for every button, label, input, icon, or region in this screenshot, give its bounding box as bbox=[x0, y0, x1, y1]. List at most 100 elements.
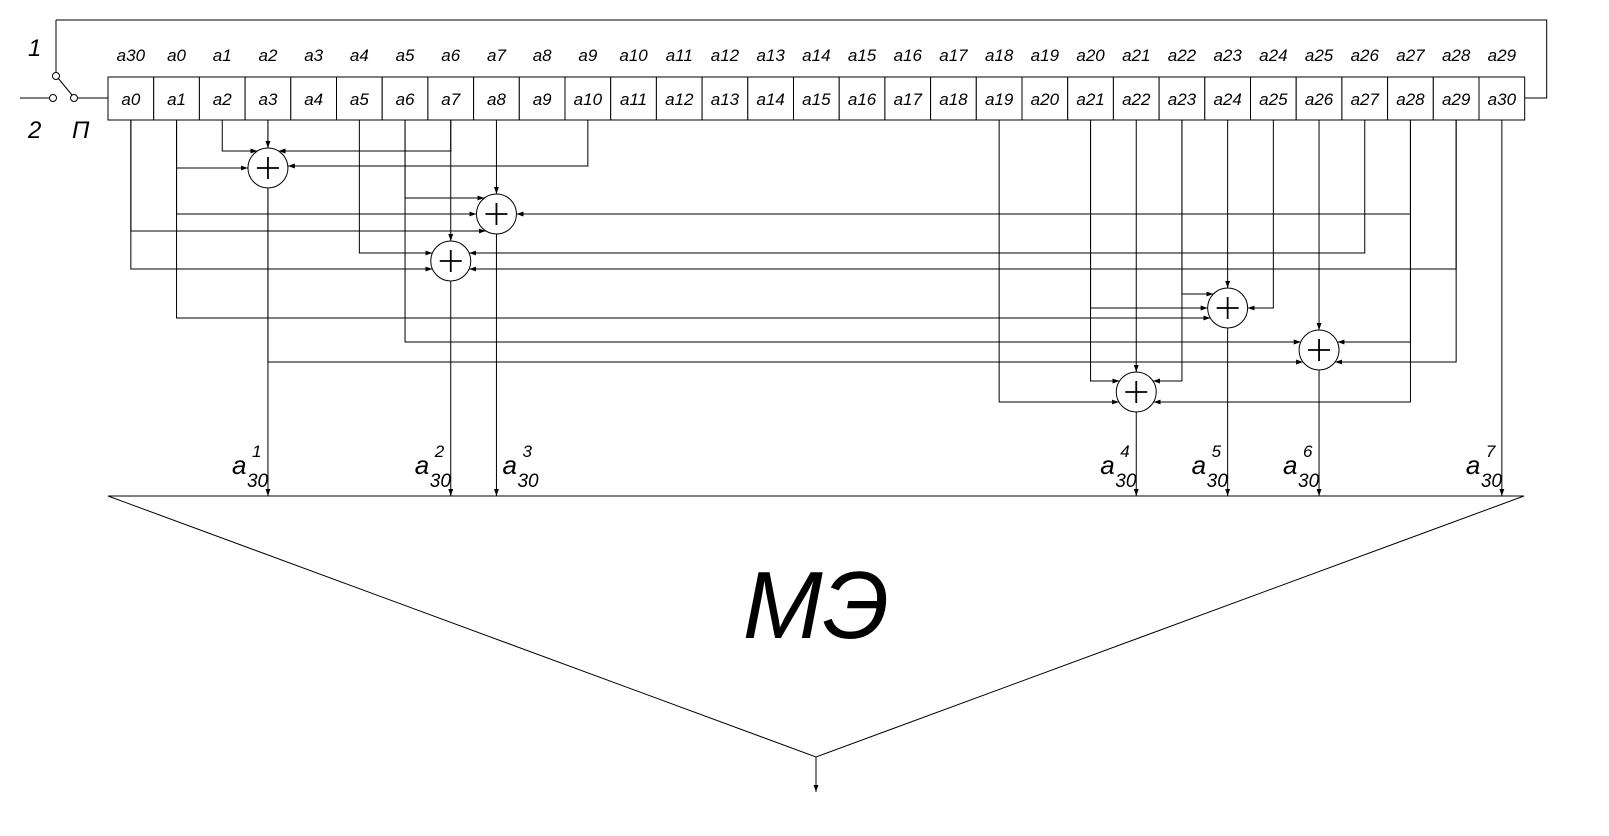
register-cell-label: a14 bbox=[756, 90, 784, 109]
top-label-a9: a9 bbox=[578, 46, 597, 65]
register-cell-a14: a14 bbox=[747, 76, 794, 121]
top-label-a11: a11 bbox=[666, 46, 693, 65]
register-cell-a26: a26 bbox=[1295, 76, 1343, 121]
register-cell-a10: a10 bbox=[564, 76, 612, 121]
tap-a28-to-adder-5 bbox=[1337, 120, 1411, 345]
output-label-base: a bbox=[1192, 450, 1206, 480]
top-label-a30: a30 bbox=[117, 46, 146, 65]
register-cell-a19: a19 bbox=[975, 76, 1023, 121]
output-label-sub: 30 bbox=[1115, 471, 1137, 492]
register-cell-box bbox=[655, 76, 703, 121]
tap-a19-to-adder-6 bbox=[998, 120, 1119, 405]
tap-a29-to-adder-3 bbox=[469, 120, 1457, 272]
output-label-sub: 30 bbox=[1481, 471, 1503, 492]
xor-adders bbox=[247, 147, 1340, 413]
output-label-sub: 30 bbox=[1298, 471, 1320, 492]
tap-a2-to-adder-1 bbox=[221, 120, 258, 154]
register-cell-label: a11 bbox=[620, 90, 647, 109]
register-cell-a18: a18 bbox=[930, 76, 977, 121]
tap-a6-to-adder-5 bbox=[404, 120, 1301, 345]
register-cell-a16: a16 bbox=[838, 76, 886, 121]
switch-label: П bbox=[72, 117, 90, 144]
xor-adder-5 bbox=[1298, 329, 1340, 371]
register-cell-label: a26 bbox=[1305, 90, 1334, 109]
tap-a28-to-adder-2 bbox=[516, 120, 1411, 217]
register-cell-label: a25 bbox=[1259, 90, 1288, 109]
register-cell-a28: a28 bbox=[1387, 76, 1434, 121]
tap-a29-to-adder-5 bbox=[1335, 120, 1457, 365]
top-label-a26: a26 bbox=[1351, 46, 1380, 65]
register-cell-label: a12 bbox=[665, 90, 694, 109]
top-label-a18: a18 bbox=[985, 46, 1014, 65]
output-label-sub: 30 bbox=[517, 471, 539, 492]
output-label-base: a bbox=[1466, 450, 1480, 480]
output-label-sub: 30 bbox=[430, 471, 452, 492]
switch-contact-2 bbox=[49, 94, 57, 102]
register-cell-box bbox=[290, 76, 337, 121]
xor-adder-3 bbox=[430, 240, 472, 282]
register-cell-label: a17 bbox=[894, 90, 923, 109]
register-cell-label: a28 bbox=[1396, 90, 1425, 109]
register-cell-a24: a24 bbox=[1204, 76, 1252, 121]
tap-a28-to-adder-6 bbox=[1153, 120, 1411, 405]
register-cell-a6: a6 bbox=[381, 76, 429, 121]
top-label-a19: a19 bbox=[1031, 46, 1060, 65]
output-label-sub: 30 bbox=[247, 471, 269, 492]
register-cell-label: a16 bbox=[848, 90, 877, 109]
register-cell-box bbox=[1432, 76, 1480, 121]
register-cell-a23: a23 bbox=[1158, 76, 1206, 121]
register-cell-a20: a20 bbox=[1021, 76, 1069, 121]
register-cell-a13: a13 bbox=[701, 76, 749, 121]
tap-a1-to-adder-1 bbox=[176, 120, 248, 171]
register-cell-label: a18 bbox=[939, 90, 968, 109]
top-label-a15: a15 bbox=[848, 46, 877, 65]
output-label-sup: 6 bbox=[1303, 442, 1313, 461]
top-label-a8: a8 bbox=[533, 46, 552, 65]
register-cell-a7: a7 bbox=[427, 76, 475, 121]
tap-a1-to-adder-2 bbox=[176, 120, 477, 217]
register-cell-label: a29 bbox=[1442, 90, 1471, 109]
majority-element-label: МЭ bbox=[743, 552, 890, 659]
top-label-a14: a14 bbox=[802, 46, 830, 65]
register-cell-label: a0 bbox=[121, 90, 140, 109]
top-label-a5: a5 bbox=[396, 46, 415, 65]
register-cell-label: a19 bbox=[985, 90, 1014, 109]
register-cell-a4: a4 bbox=[290, 76, 337, 121]
register-cell-box bbox=[153, 76, 200, 121]
register-cell-a17: a17 bbox=[884, 76, 932, 121]
register-cell-box bbox=[198, 76, 246, 121]
top-label-a27: a27 bbox=[1396, 46, 1425, 65]
register-cell-label: a6 bbox=[396, 90, 415, 109]
register-cell-label: a3 bbox=[258, 90, 277, 109]
register-cell-box bbox=[838, 76, 886, 121]
register-cell-a3: a3 bbox=[244, 76, 292, 121]
register-cell-a21: a21 bbox=[1067, 76, 1114, 121]
tap-a0-to-adder-3 bbox=[130, 120, 433, 272]
register-cell-a29: a29 bbox=[1432, 76, 1480, 121]
register-cell-a1: a1 bbox=[153, 76, 200, 121]
tap-a27-to-adder-3 bbox=[469, 120, 1366, 256]
switch-blade bbox=[57, 77, 73, 96]
input-switch: 1 2 П bbox=[20, 20, 112, 144]
tap-a3-to-adder-5 bbox=[267, 120, 1304, 365]
register-cell-a11: a11 bbox=[610, 76, 657, 121]
feedback-line bbox=[56, 19, 1548, 99]
tap-a23-to-adder-6 bbox=[1152, 120, 1183, 384]
majority-element: МЭ bbox=[107, 495, 1525, 792]
tap-a21-to-adder-6 bbox=[1090, 120, 1120, 384]
top-label-a4: a4 bbox=[350, 46, 369, 65]
register-cell-box bbox=[244, 76, 292, 121]
tap-wiring bbox=[130, 120, 1505, 496]
register-cell-label: a20 bbox=[1031, 90, 1060, 109]
register-cell-box bbox=[336, 76, 383, 121]
register-cell-label: a30 bbox=[1488, 90, 1517, 109]
register-cell-a30: a30 bbox=[1478, 76, 1526, 121]
top-label-a24: a24 bbox=[1259, 46, 1287, 65]
